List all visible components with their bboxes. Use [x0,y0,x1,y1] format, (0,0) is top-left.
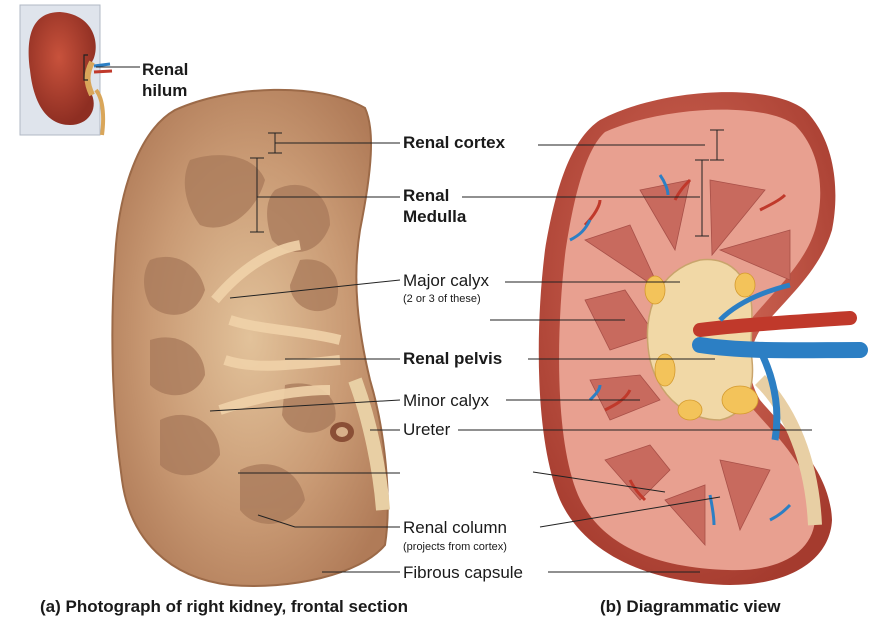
inset-kidney [20,5,140,135]
renal-hilum-label-line1: Renal [142,60,188,79]
photo-kidney [112,90,387,586]
caption-b: (b) Diagrammatic view [600,597,780,617]
ureter-label: Ureter [403,420,450,439]
diagram-kidney [539,92,860,585]
minor-calyx-label: Minor calyx [403,391,489,410]
major-calyx-note: (2 or 3 of these) [403,293,481,305]
renal-hilum-label-line2: hilum [142,81,187,100]
renal-pelvis-label: Renal pelvis [403,349,502,368]
renal-medulla-label-line1: Renal [403,186,449,205]
renal-cortex-label: Renal cortex [403,133,505,152]
renal-medulla-label-line2: Medulla [403,207,466,226]
renal-column-note: (projects from cortex) [403,541,507,553]
fibrous-capsule-label: Fibrous capsule [403,563,523,582]
major-calyx-label: Major calyx [403,271,489,290]
caption-a: (a) Photograph of right kidney, frontal … [40,597,408,617]
renal-column-label: Renal column [403,518,507,537]
